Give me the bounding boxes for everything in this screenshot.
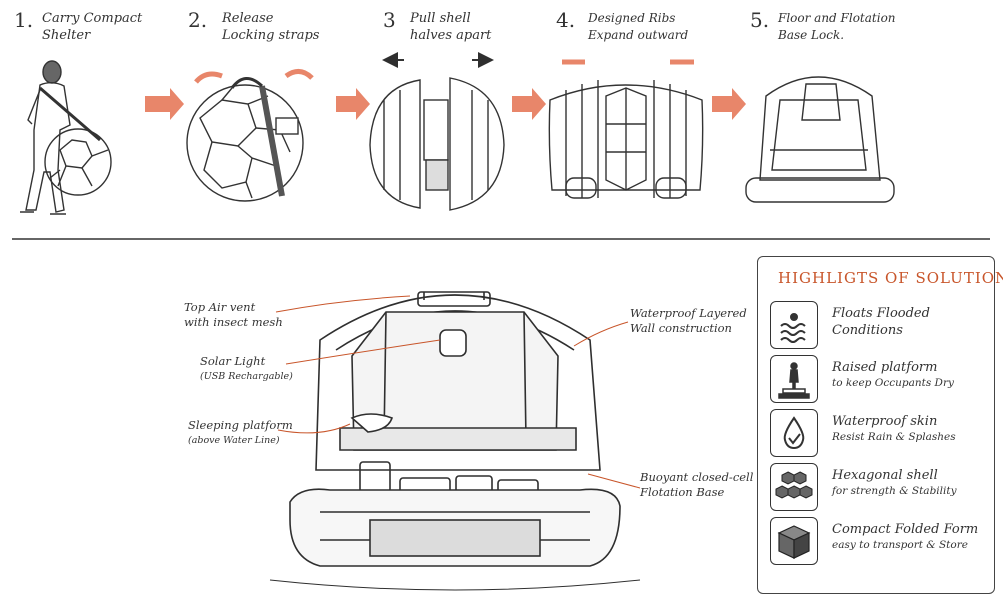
step-1-number: 1. xyxy=(14,8,34,32)
highlight-row: Compact Folded Form easy to transport & … xyxy=(770,517,990,567)
callout-leaders xyxy=(275,295,641,489)
callout-sleeping-line2: (above Water Line) xyxy=(188,435,280,446)
highlight-4-line1: Hexagonal shell xyxy=(832,468,938,483)
callout-base-line2: Flotation Base xyxy=(640,485,725,499)
hexagon-cluster-icon xyxy=(770,463,818,511)
highlight-2-line1: Raised platform xyxy=(832,360,938,375)
waves-icon xyxy=(770,301,818,349)
highlight-text: Compact Folded Form easy to transport & … xyxy=(832,521,978,553)
locked-shell-sketch xyxy=(186,77,304,202)
callout-air-vent: Top Air vent with insect mesh xyxy=(184,300,283,330)
highlight-2-line2: to keep Occupants Dry xyxy=(832,377,954,389)
highlight-text: Waterproof skin Resist Rain & Splashes xyxy=(832,413,956,445)
step-4-line2: Expand outward xyxy=(588,28,689,42)
callout-wall-line1: Waterproof Layered xyxy=(630,306,747,320)
step-2-label: Release Locking straps xyxy=(222,10,319,44)
step-arrow-4 xyxy=(712,88,746,120)
step-2-number: 2. xyxy=(188,8,208,32)
step-2-line1: Release xyxy=(222,11,274,26)
step-3-number: 3 xyxy=(383,8,396,32)
release-arrow-right xyxy=(284,69,314,80)
highlight-1-line1: Floats Flooded xyxy=(832,306,930,321)
callout-air-vent-line1: Top Air vent xyxy=(184,300,256,314)
callout-wall: Waterproof Layered Wall construction xyxy=(630,306,747,336)
highlights-title: HIGHLIGTS OF SOLUTION xyxy=(778,269,1003,287)
callout-solar-light-line1: Solar Light xyxy=(200,354,266,368)
expanded-ribs-sketch xyxy=(548,80,704,199)
step-4-line1: Designed Ribs xyxy=(588,11,676,25)
step-3-label: Pull shell halves apart xyxy=(410,10,491,44)
highlights-panel: HIGHLIGTS OF SOLUTION Floats Flooded Con… xyxy=(757,256,1003,594)
step-4-number: 4. xyxy=(556,8,576,32)
step-arrow-3 xyxy=(512,88,546,120)
highlight-text: Hexagonal shell for strength & Stability xyxy=(832,467,957,499)
step-2-line2: Locking straps xyxy=(222,28,320,43)
step-3-line1: Pull shell xyxy=(410,11,471,26)
step-5-line1: Floor and Flotation xyxy=(778,11,896,25)
callout-sleeping-platform: Sleeping platform (above Water Line) xyxy=(188,418,293,448)
step-5-line2: Base Lock. xyxy=(778,28,845,42)
folded-cube-icon xyxy=(770,517,818,565)
deployed-shelter-sketch xyxy=(745,76,895,203)
split-shell-sketch xyxy=(369,52,505,211)
highlight-3-line1: Waterproof skin xyxy=(832,414,938,429)
highlight-5-line2: easy to transport & Store xyxy=(832,539,968,551)
step-5-number: 5. xyxy=(750,8,770,32)
highlight-5-line1: Compact Folded Form xyxy=(832,522,979,537)
callout-base-line1: Buoyant closed-cell xyxy=(640,470,754,484)
highlight-row: Hexagonal shell for strength & Stability xyxy=(770,463,990,513)
water-drop-icon xyxy=(770,409,818,457)
callout-flotation-base: Buoyant closed-cell Flotation Base xyxy=(640,470,753,500)
step-3-line2: halves apart xyxy=(410,28,492,43)
step-arrow-1 xyxy=(145,88,184,120)
highlight-4-line2: for strength & Stability xyxy=(832,485,957,497)
release-arrow-left xyxy=(194,71,223,84)
highlight-row: Waterproof skin Resist Rain & Splashes xyxy=(770,409,990,459)
main-shelter-sketch xyxy=(269,291,641,591)
highlight-row: Floats Flooded Conditions xyxy=(770,301,990,351)
step-4-label: Designed Ribs Expand outward xyxy=(588,10,688,44)
step-1-line1: Carry Compact xyxy=(42,11,143,26)
callout-air-vent-line2: with insect mesh xyxy=(184,315,283,329)
person-carrying-shelter-sketch xyxy=(20,60,112,215)
highlight-3-line2: Resist Rain & Splashes xyxy=(832,431,956,443)
step-arrow-2 xyxy=(336,88,370,120)
callout-wall-line2: Wall construction xyxy=(630,321,732,335)
callout-solar-light-line2: (USB Rechargable) xyxy=(200,371,293,382)
callout-sleeping-line1: Sleeping platform xyxy=(188,418,293,432)
step-1-line2: Shelter xyxy=(42,28,91,43)
callout-solar-light: Solar Light (USB Rechargable) xyxy=(200,354,293,384)
step-5-label: Floor and Flotation Base Lock. xyxy=(778,10,896,44)
step-1-label: Carry Compact Shelter xyxy=(42,10,142,44)
highlight-1-line2: Conditions xyxy=(832,323,903,338)
highlight-row: Raised platform to keep Occupants Dry xyxy=(770,355,990,405)
highlight-text: Raised platform to keep Occupants Dry xyxy=(832,359,954,391)
raised-platform-icon xyxy=(770,355,818,403)
highlight-text: Floats Flooded Conditions xyxy=(832,305,930,339)
